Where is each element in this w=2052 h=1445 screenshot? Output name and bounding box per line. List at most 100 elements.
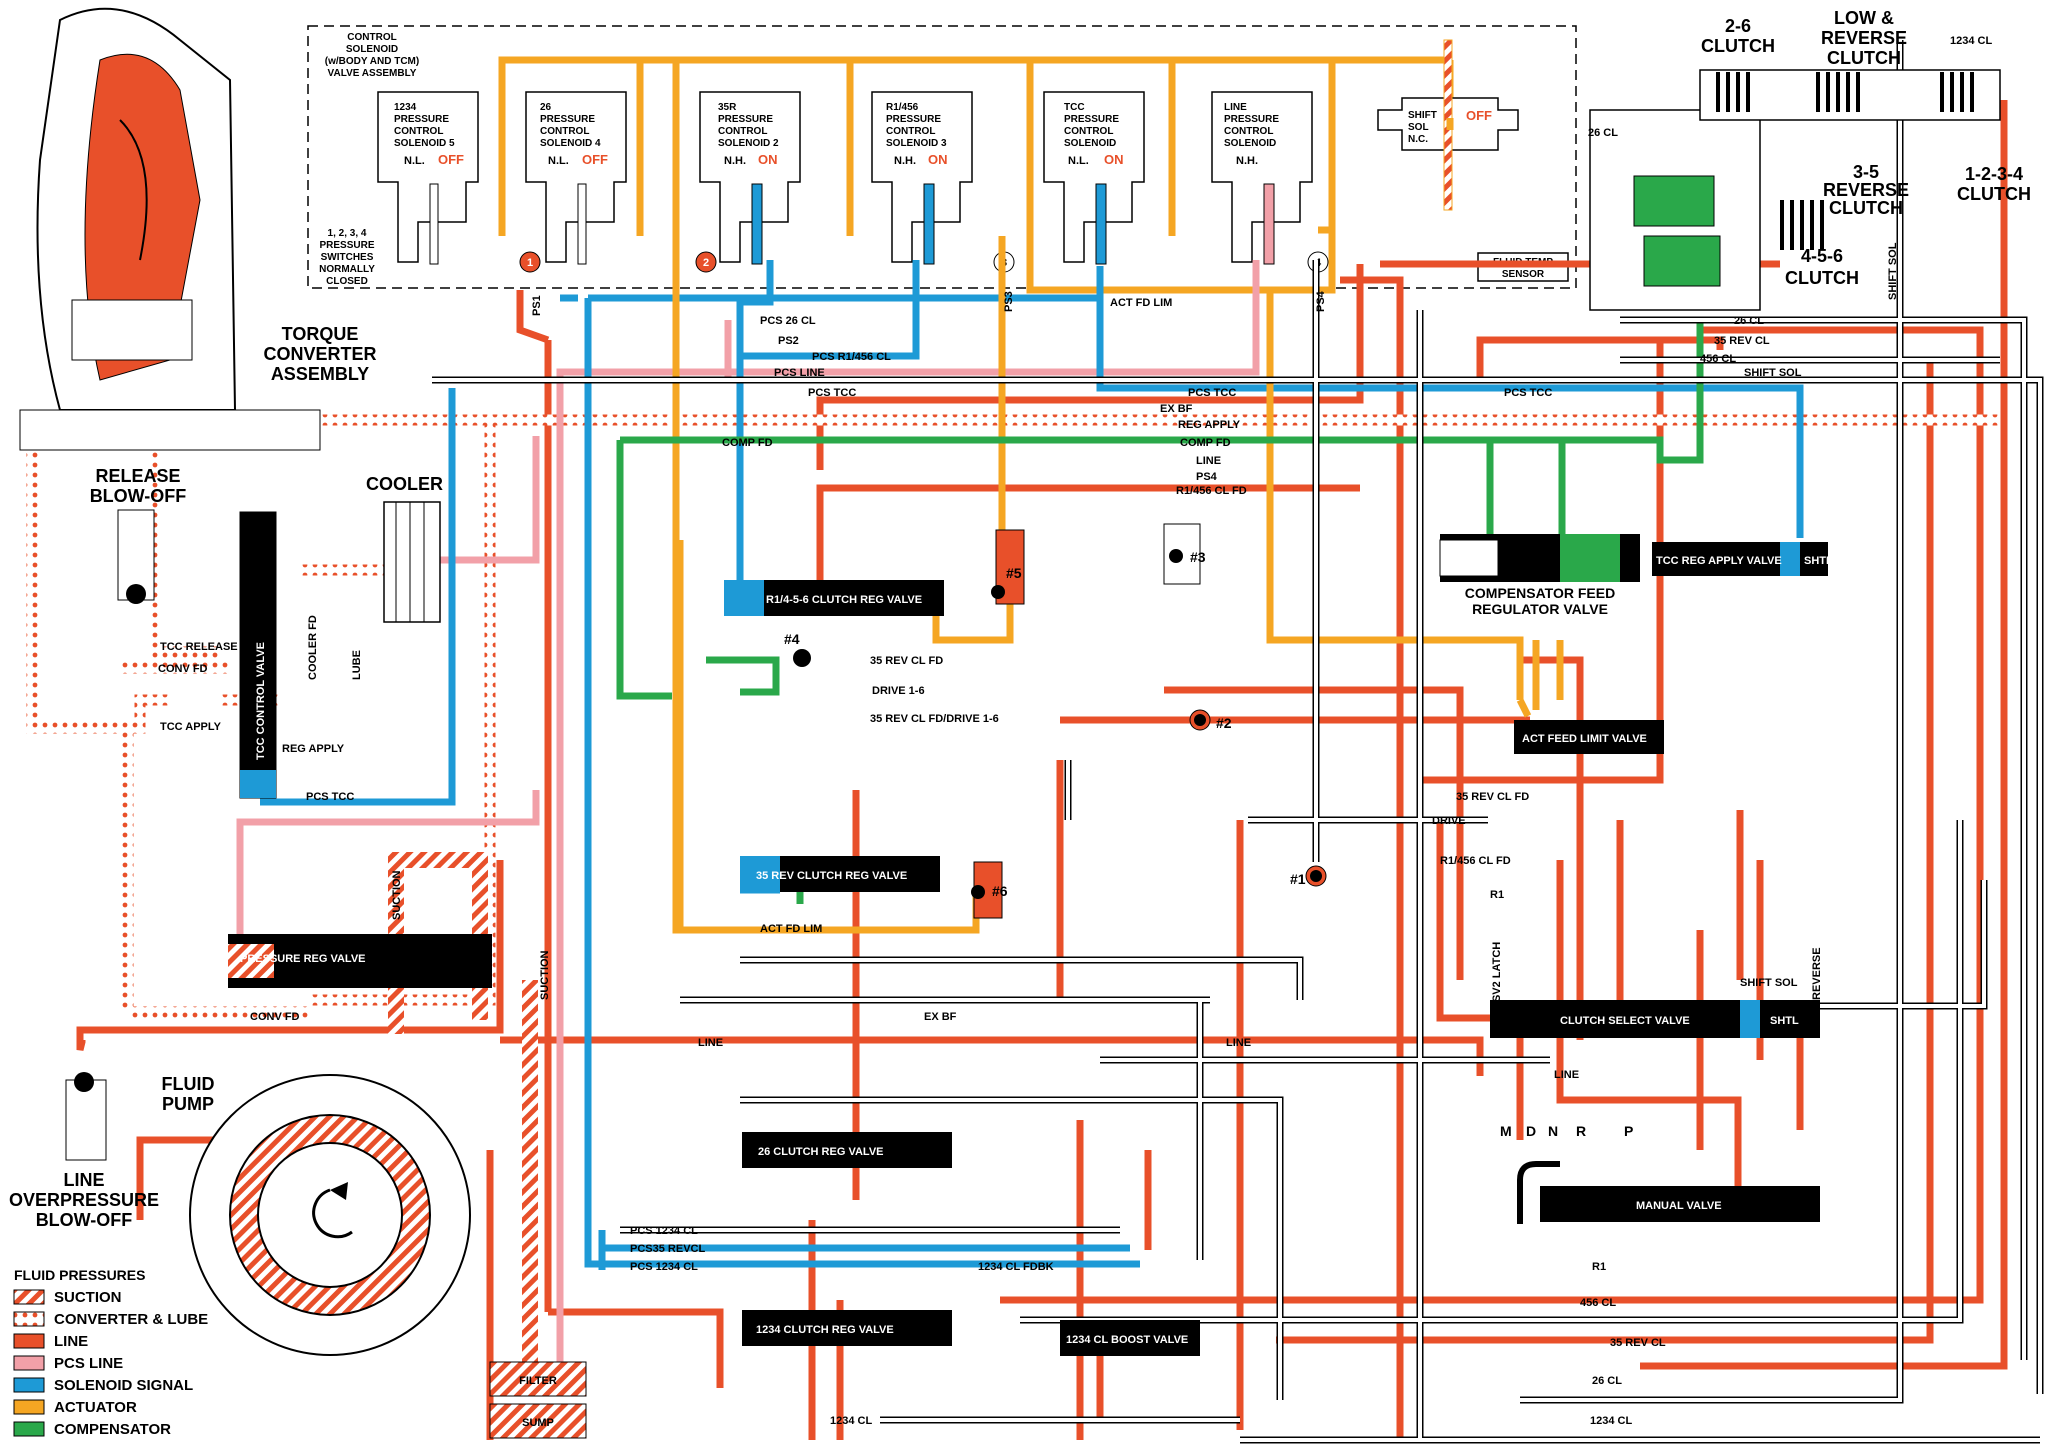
1234-cl-boost-valve-label: 1234 CL BOOST VALVE bbox=[1066, 1334, 1188, 1346]
label-comp-fd-2: COMP FD bbox=[1180, 437, 1231, 449]
clutch-26-title-1: 2-6 bbox=[1725, 16, 1751, 36]
svg-text:1: 1 bbox=[527, 257, 533, 269]
passage-labels: PCS 26 CL PS2 PCS R1/456 CL PCS LINE PCS… bbox=[158, 35, 1992, 1427]
solenoid-line: LINE PRESSURE CONTROL SOLENOID N.H. bbox=[1211, 91, 1313, 265]
clutch-1234-title-2: CLUTCH bbox=[1957, 184, 2031, 204]
solenoid-35r-state: ON bbox=[758, 152, 778, 167]
solenoid-r1456-name-4: SOLENOID 3 bbox=[886, 138, 947, 149]
label-pcs-tcc: PCS TCC bbox=[808, 387, 856, 399]
label-pcs-26-cl: PCS 26 CL bbox=[760, 315, 816, 327]
shift-solenoid-name-1: SHIFT bbox=[1408, 110, 1437, 121]
gear-n: N bbox=[1548, 1123, 1558, 1139]
label-26cl-top: 26 CL bbox=[1734, 315, 1764, 327]
label-shift-sol-2: SHIFT SOL bbox=[1740, 977, 1798, 989]
label-tcc-release: TCC RELEASE bbox=[160, 641, 238, 653]
comp-feed-valve-label-2: REGULATOR VALVE bbox=[1472, 601, 1608, 617]
checkball-4: #4 bbox=[784, 631, 811, 667]
legend-swatch-solenoid bbox=[13, 1377, 45, 1393]
solenoid-r1456-name-3: CONTROL bbox=[886, 126, 935, 137]
label-26cl-bottom: 26 CL bbox=[1592, 1375, 1622, 1387]
comp-feed-valve-label-1: COMPENSATOR FEED bbox=[1465, 585, 1615, 601]
checkball-1: #1 bbox=[1290, 865, 1327, 887]
cooler: COOLER bbox=[366, 474, 443, 623]
switch-note-3: SWITCHES bbox=[321, 252, 374, 263]
label-lube: LUBE bbox=[351, 650, 363, 680]
label-pcs-tcc-2: PCS TCC bbox=[1188, 387, 1236, 399]
checkball-4-label: #4 bbox=[784, 631, 800, 647]
sump-label: SUMP bbox=[522, 1417, 554, 1429]
clutch-35r-title-1: 3-5 bbox=[1853, 162, 1879, 182]
line-blowoff-title-1: LINE bbox=[63, 1170, 104, 1190]
solenoid-1234-name-3: CONTROL bbox=[394, 126, 443, 137]
solenoid-35r-name-2: PRESSURE bbox=[718, 114, 773, 125]
torque-converter-title-1: TORQUE bbox=[282, 324, 359, 344]
legend-suction: SUCTION bbox=[54, 1289, 122, 1306]
legend-swatch-compensator bbox=[13, 1421, 45, 1437]
checkball-6-label: #6 bbox=[992, 883, 1008, 899]
fluid-pump-title-1: FLUID bbox=[162, 1074, 215, 1094]
label-456cl-top: 456 CL bbox=[1700, 353, 1736, 365]
gear-d: D bbox=[1526, 1123, 1536, 1139]
label-conv-fd-2: CONV FD bbox=[158, 663, 208, 675]
sump: SUMP bbox=[489, 1403, 587, 1439]
release-blowoff: RELEASE BLOW-OFF bbox=[90, 466, 186, 604]
label-pcs-tcc-3: PCS TCC bbox=[1504, 387, 1552, 399]
26-clutch-reg-valve: 26 CLUTCH REG VALVE bbox=[742, 1132, 952, 1168]
pcs-line-passages bbox=[232, 260, 1260, 1380]
1234-clutch-reg-valve-label: 1234 CLUTCH REG VALVE bbox=[756, 1324, 894, 1336]
checkball-6: #6 bbox=[971, 861, 1008, 919]
checkball-2: #2 bbox=[1189, 709, 1232, 731]
label-r1: R1 bbox=[1490, 889, 1504, 901]
solenoid-tcc-name-1: TCC bbox=[1064, 102, 1085, 113]
label-line-1: LINE bbox=[1196, 455, 1221, 467]
solenoid-r1456-name-2: PRESSURE bbox=[886, 114, 941, 125]
switch-note-2: PRESSURE bbox=[319, 240, 374, 251]
solenoid-35r-name-3: CONTROL bbox=[718, 126, 767, 137]
gear-selector: M D N R P bbox=[1500, 1123, 1633, 1139]
label-r1456-cl-fd-2: R1/456 CL FD bbox=[1440, 855, 1511, 867]
clutch-lr-title-2: REVERSE bbox=[1821, 28, 1907, 48]
legend-swatch-line bbox=[13, 1333, 45, 1349]
solenoid-26: 26 PRESSURE CONTROL SOLENOID 4 N.L. OFF bbox=[525, 91, 627, 265]
solenoid-line-name-3: CONTROL bbox=[1224, 126, 1273, 137]
legend-compensator: COMPENSATOR bbox=[54, 1421, 171, 1438]
label-ps4-v: PS4 bbox=[1315, 290, 1327, 312]
label-drive16: DRIVE 1-6 bbox=[872, 685, 925, 697]
tcc-reg-apply-valve: TCC REG APPLY VALVE SHTL bbox=[1652, 542, 1833, 576]
switch-note-5: CLOSED bbox=[326, 276, 368, 287]
label-suction-2: SUCTION bbox=[539, 950, 551, 1000]
solenoid-1234: 1234 PRESSURE CONTROL SOLENOID 5 N.L. OF… bbox=[377, 91, 479, 265]
exhaust-passages-inner bbox=[432, 40, 2042, 1442]
gear-m: M bbox=[1500, 1123, 1512, 1139]
label-35revcl-bottom: 35 REV CL bbox=[1610, 1337, 1666, 1349]
solenoid-26-name-4: SOLENOID 4 bbox=[540, 138, 601, 149]
solenoid-assembly-title-4: VALVE ASSEMBLY bbox=[328, 68, 417, 79]
shift-solenoid-state: OFF bbox=[1466, 108, 1492, 123]
clutch-35r-title-2: REVERSE bbox=[1823, 180, 1909, 200]
filter-label: FILTER bbox=[519, 1375, 557, 1387]
label-pcs-1234-cl: PCS 1234 CL bbox=[630, 1225, 698, 1237]
label-line-3: LINE bbox=[698, 1037, 723, 1049]
gear-r: R bbox=[1576, 1123, 1586, 1139]
legend-converter: CONVERTER & LUBE bbox=[54, 1311, 208, 1328]
label-shift-sol-v: SHIFT SOL bbox=[1887, 242, 1899, 300]
torque-converter-title-3: ASSEMBLY bbox=[271, 364, 369, 384]
solenoid-26-state: OFF bbox=[582, 152, 608, 167]
fluid-pump: FLUID PUMP bbox=[162, 1074, 471, 1356]
solenoid-tcc: TCC PRESSURE CONTROL SOLENOID N.L. ON bbox=[1043, 91, 1145, 265]
checkball-3-label: #3 bbox=[1190, 549, 1206, 565]
solenoid-35r-type: N.H. bbox=[724, 155, 746, 167]
clutch-pack-assembly: 2-6 CLUTCH LOW & REVERSE CLUTCH 3-5 REVE… bbox=[1589, 8, 2031, 311]
label-pcs-r1456-cl: PCS R1/456 CL bbox=[812, 351, 891, 363]
checkball-5-label: #5 bbox=[1006, 565, 1022, 581]
solenoid-tcc-name-2: PRESSURE bbox=[1064, 114, 1119, 125]
label-1234cl-top: 1234 CL bbox=[1950, 35, 1992, 47]
label-act-fd-lim-2: ACT FD LIM bbox=[760, 923, 822, 935]
solenoid-tcc-type: N.L. bbox=[1068, 155, 1089, 167]
checkball-3: #3 bbox=[1163, 523, 1206, 585]
35rev-clutch-reg-valve: 35 REV CLUTCH REG VALVE bbox=[740, 856, 940, 892]
solenoid-r1456-state: ON bbox=[928, 152, 948, 167]
line-blowoff-title-2: OVERPRESSURE bbox=[9, 1190, 159, 1210]
legend-pcs: PCS LINE bbox=[54, 1355, 123, 1372]
